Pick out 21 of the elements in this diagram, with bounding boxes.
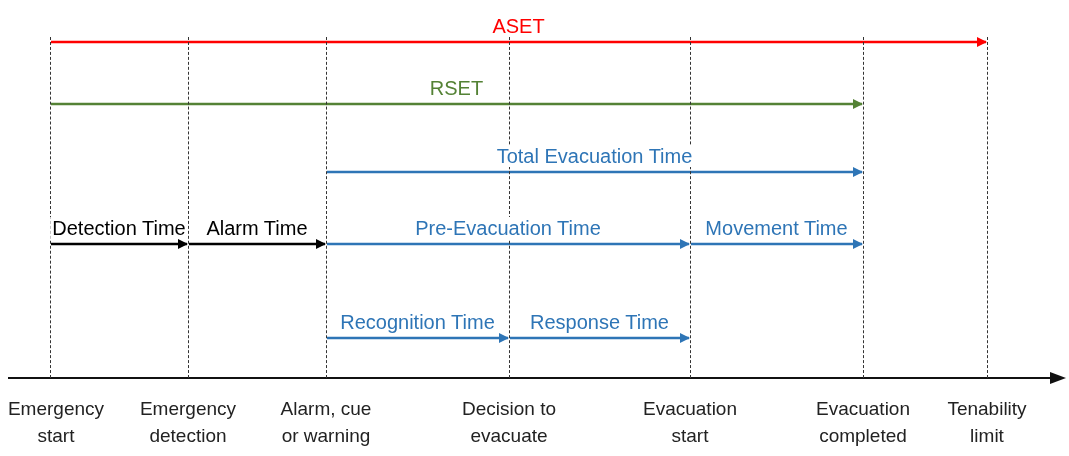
milestone-label: Alarm, cue or warning <box>279 397 373 449</box>
edge-label: Response Time <box>528 311 671 333</box>
edge-label: Detection Time <box>50 217 188 239</box>
edge-label: Pre-Evacuation Time <box>413 217 603 239</box>
arrow <box>51 37 987 47</box>
arrow <box>51 239 188 249</box>
arrow <box>327 333 509 343</box>
milestone-label: Evacuation start <box>642 397 738 449</box>
arrow <box>189 239 326 249</box>
edge-label: Total Evacuation Time <box>494 145 695 167</box>
milestone-label: Emergency detection <box>138 397 238 449</box>
edge-label: Recognition Time <box>338 311 497 333</box>
milestone-label: Tenability limit <box>946 397 1028 449</box>
arrow <box>327 239 690 249</box>
arrow <box>510 333 690 343</box>
arrow <box>691 239 863 249</box>
arrow <box>51 99 863 109</box>
arrow <box>327 167 863 177</box>
milestone-label: Decision to evacuate <box>461 397 557 449</box>
milestone-label: Evacuation completed <box>815 397 911 449</box>
milestone-label: Emergency start <box>6 397 106 449</box>
